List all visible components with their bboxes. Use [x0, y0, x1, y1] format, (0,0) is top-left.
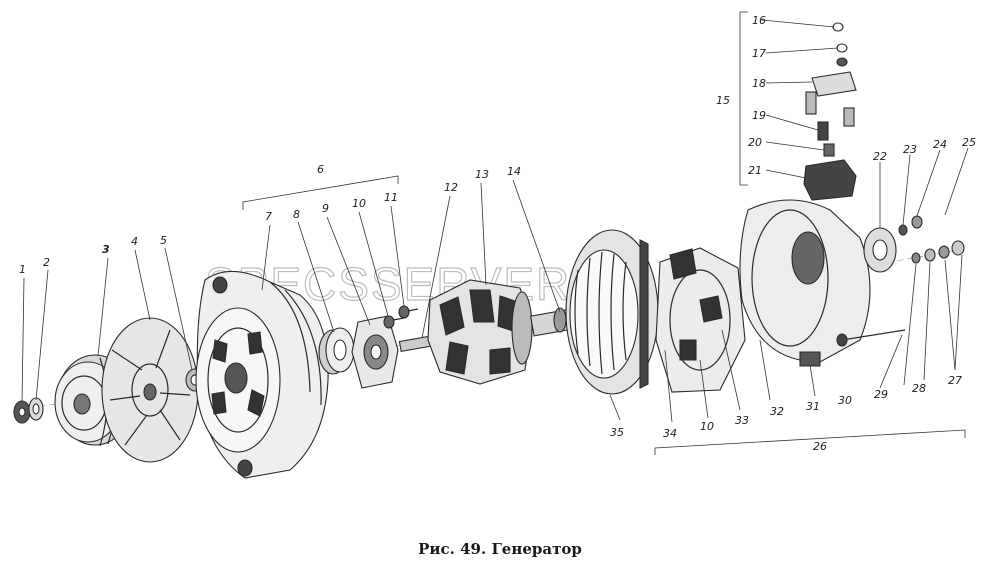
- callout-12: 12: [444, 181, 458, 194]
- callout-9: 9: [322, 202, 329, 215]
- callout-26: 26: [813, 440, 827, 453]
- callout-19: 19: [752, 109, 766, 122]
- rectifier-part: [655, 247, 746, 393]
- callout-23: 23: [903, 143, 917, 156]
- callout-20: 20: [748, 136, 762, 149]
- callout-24: 24: [933, 138, 947, 151]
- callout-25: 25: [962, 136, 976, 149]
- callout-17: 17: [752, 47, 766, 60]
- callout-31: 31: [806, 400, 820, 413]
- screw-part: [383, 305, 419, 329]
- stator-part: [565, 229, 659, 395]
- callout-30: 30: [838, 394, 852, 407]
- callout-22: 22: [873, 150, 887, 163]
- washer-part: [28, 397, 44, 421]
- bracket-15: [739, 11, 748, 186]
- callout-32: 32: [770, 405, 784, 418]
- callout-16: 16: [752, 14, 766, 27]
- bracket-6: [242, 175, 399, 210]
- rotor-part: [398, 279, 533, 385]
- callout-7: 7: [265, 210, 272, 223]
- callout-2: 2: [43, 256, 50, 269]
- callout-6: 6: [317, 163, 324, 176]
- callout-4: 4: [131, 235, 138, 248]
- fan-part: [101, 317, 199, 463]
- callout-10b: 10: [700, 420, 714, 433]
- callout-28: 28: [912, 382, 926, 395]
- front-cover-part: [195, 270, 329, 479]
- nut-part: [13, 400, 31, 424]
- callout-15: 15: [716, 94, 730, 107]
- callout-3: 3: [102, 243, 110, 256]
- callout-33: 33: [735, 414, 749, 427]
- rear-bearing-cap-part: [863, 227, 897, 273]
- callout-1: 1: [19, 263, 26, 276]
- front-bearing-part: [318, 327, 355, 375]
- callout-11: 11: [384, 191, 398, 204]
- callout-21: 21: [748, 164, 762, 177]
- through-bolt-part: [836, 329, 906, 347]
- callout-13: 13: [475, 168, 489, 181]
- rear-cover-part: [739, 199, 871, 367]
- rear-hardware-parts: [898, 215, 965, 264]
- brush-holder-assembly: [803, 22, 857, 201]
- callout-8: 8: [293, 208, 300, 221]
- bracket-26: [654, 429, 966, 455]
- leader-lines: [21, 19, 969, 423]
- callout-10: 10: [352, 197, 366, 210]
- callout-5: 5: [160, 234, 167, 247]
- callout-14: 14: [507, 165, 521, 178]
- callout-29: 29: [874, 388, 888, 401]
- callout-34: 34: [663, 427, 677, 440]
- callout-labels: 1 2 3 4 5 6 7 8 9 10 11 12 13 14 15 16 1…: [19, 14, 976, 453]
- callout-35: 35: [610, 426, 624, 439]
- figure-caption: Рис. 49. Генератор: [418, 540, 582, 558]
- callout-18: 18: [752, 77, 766, 90]
- callout-27: 27: [948, 374, 962, 387]
